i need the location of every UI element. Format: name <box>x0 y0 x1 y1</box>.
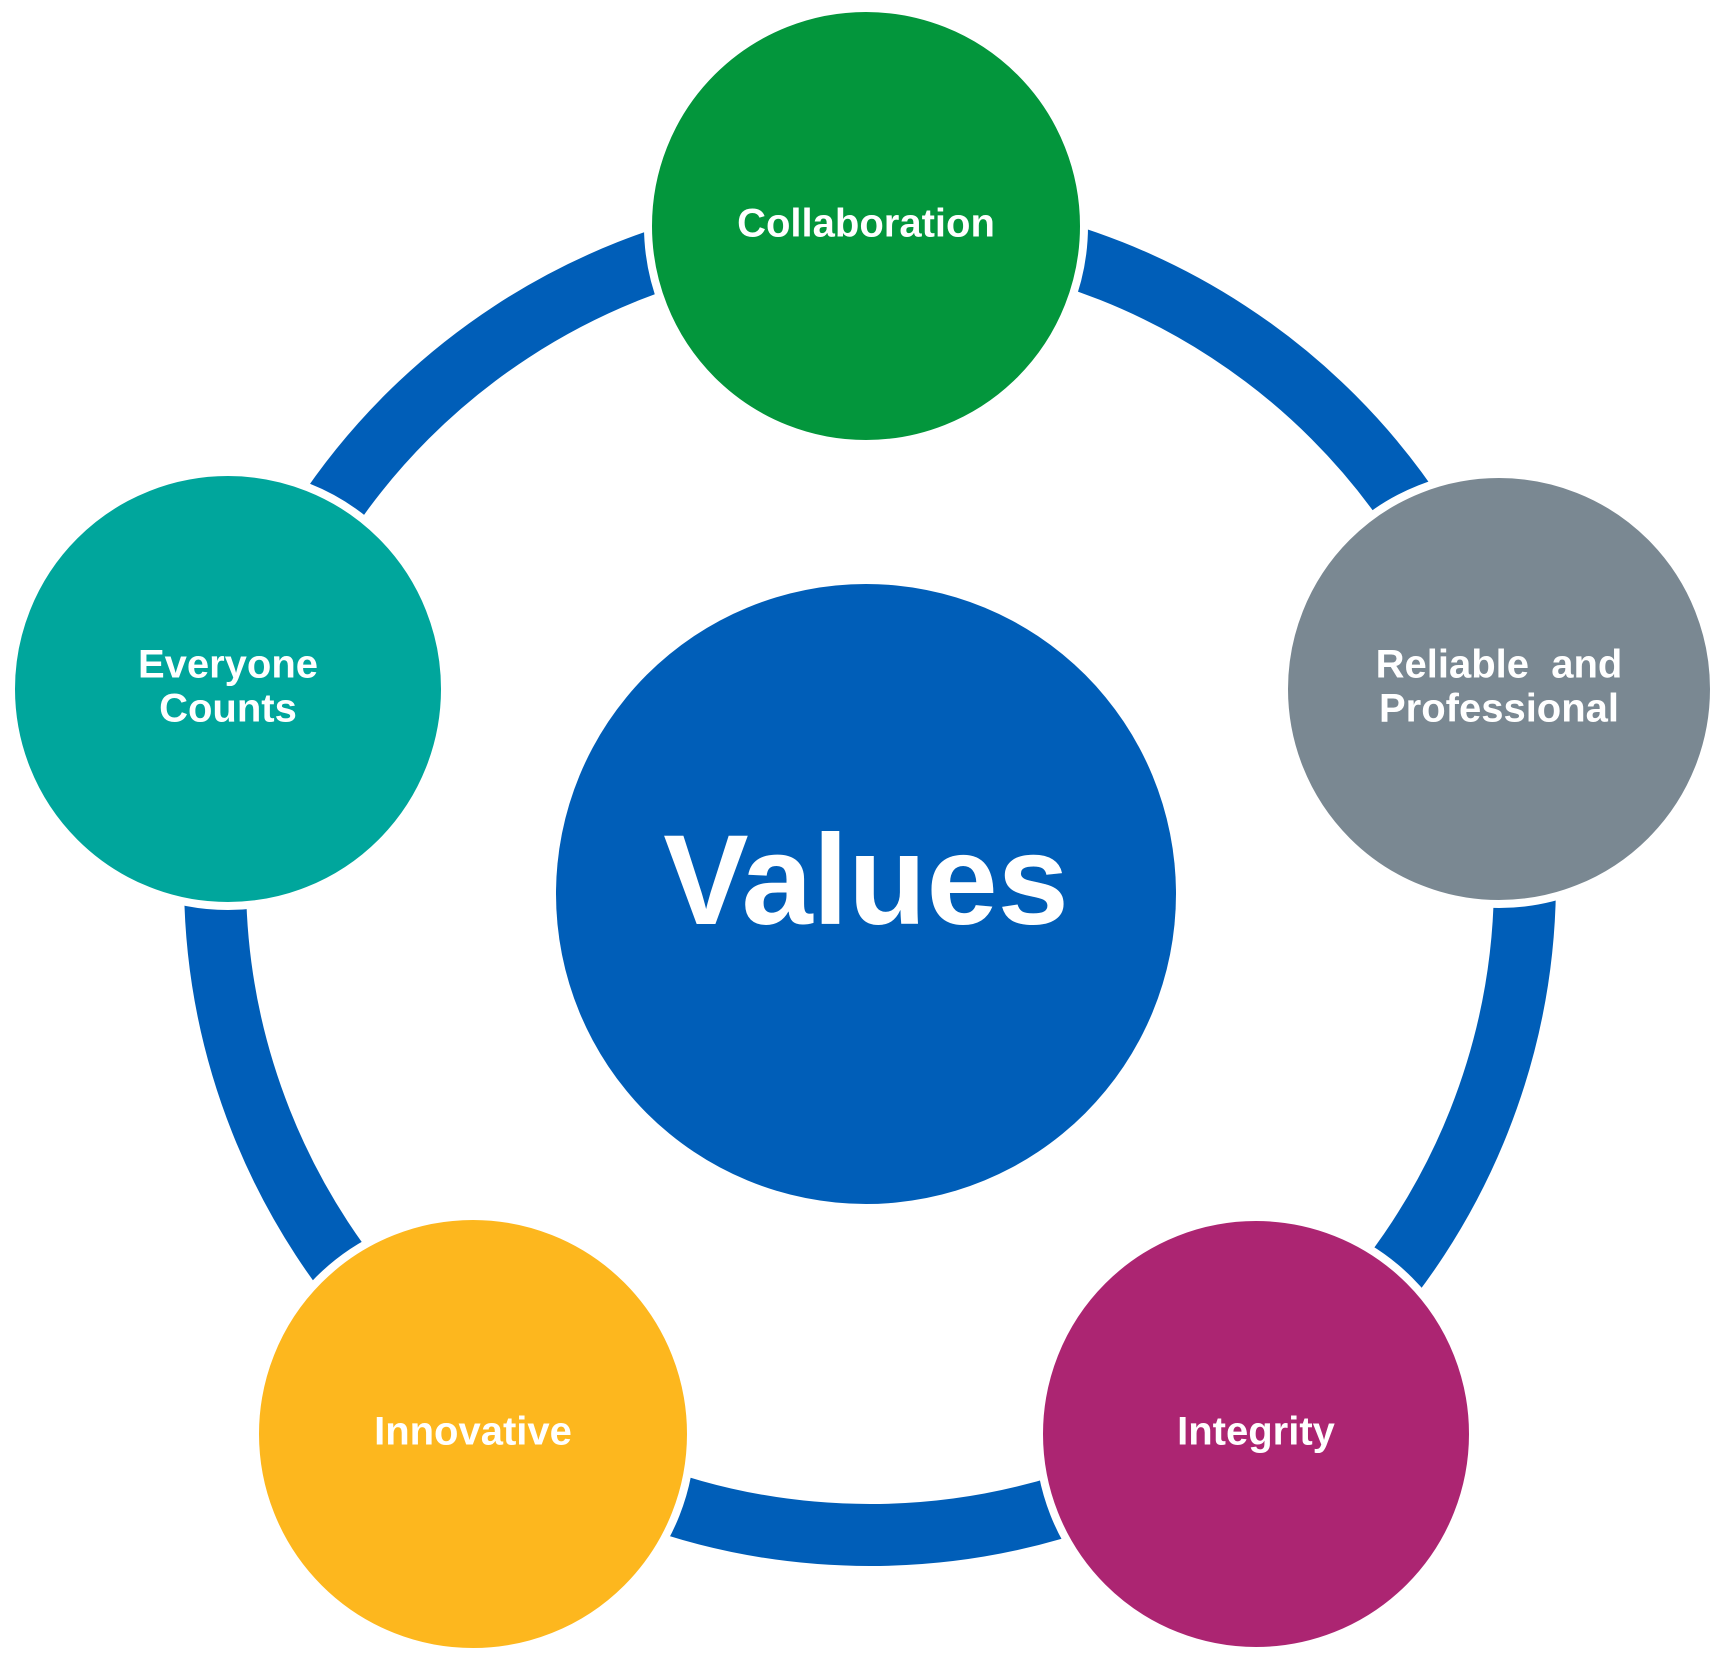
value-node-circle <box>7 468 449 910</box>
value-node-circle <box>1035 1213 1477 1655</box>
value-node-circle <box>1280 470 1718 908</box>
value-node-label: Reliable and <box>1376 643 1623 687</box>
value-node-label: Professional <box>1379 687 1619 731</box>
value-node-label: Integrity <box>1177 1410 1336 1454</box>
value-node-label: Counts <box>159 687 297 731</box>
value-node-label: Innovative <box>374 1410 572 1454</box>
value-node-innovative: Innovative <box>251 1212 695 1656</box>
center-circle-shape <box>556 584 1176 1204</box>
value-node-circle <box>644 4 1088 448</box>
value-node-label: Everyone <box>138 643 318 687</box>
value-node-collaboration: Collaboration <box>644 4 1088 448</box>
value-node-label: Collaboration <box>737 202 995 246</box>
center-circle: Values <box>556 584 1176 1204</box>
value-node-integrity: Integrity <box>1035 1213 1477 1655</box>
center-label: Values <box>663 809 1069 952</box>
value-node-circle <box>251 1212 695 1656</box>
